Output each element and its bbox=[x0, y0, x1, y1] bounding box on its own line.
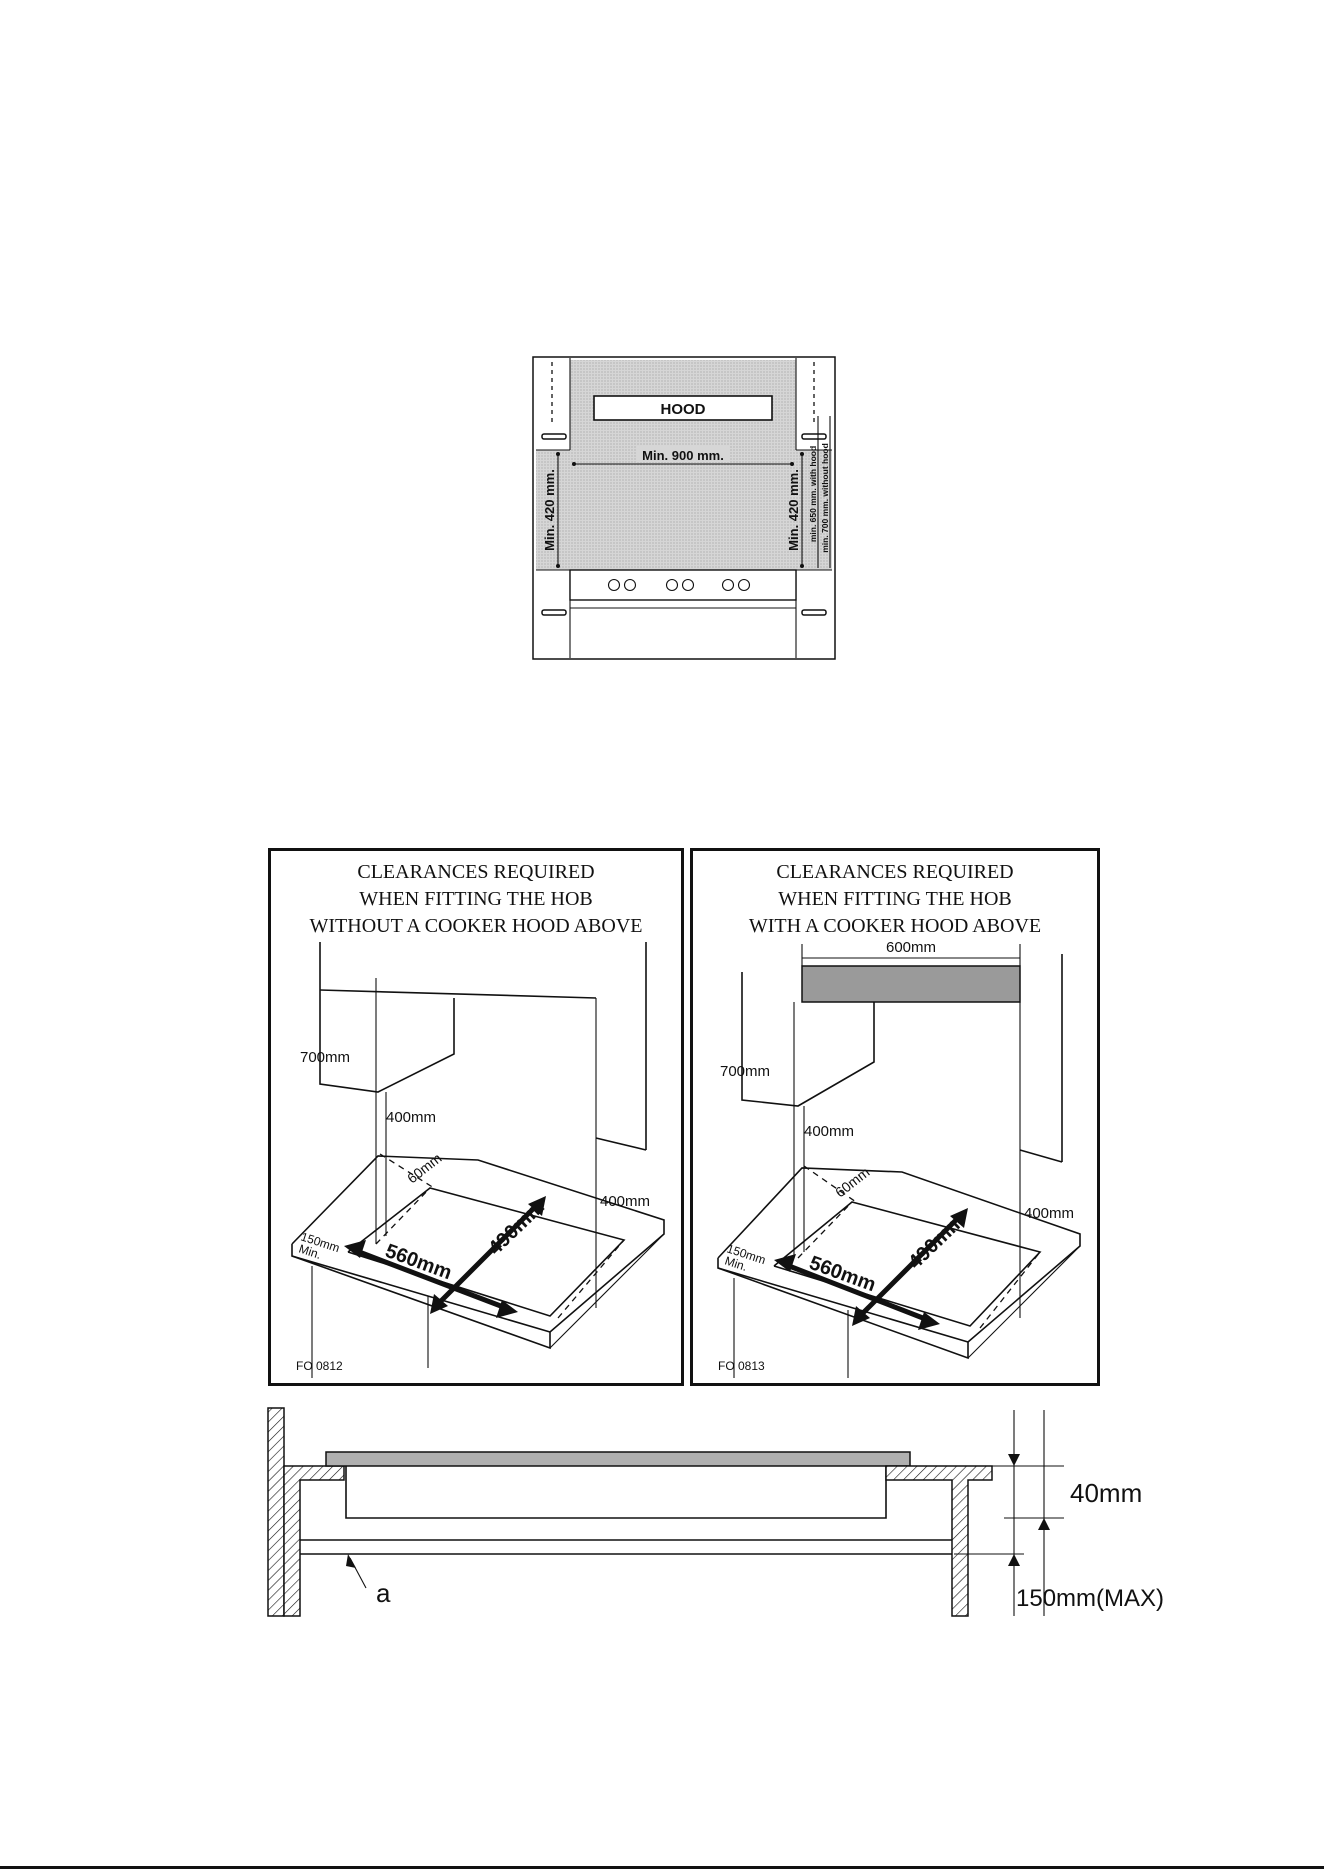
title-line-3: WITHOUT A COOKER HOOD ABOVE bbox=[310, 915, 643, 937]
dim-600: 600mm bbox=[886, 939, 936, 956]
hood-box bbox=[593, 395, 773, 421]
hob-section-diagram: a 40mm 150mm(MAX) bbox=[267, 1407, 1164, 1617]
hob-glass bbox=[325, 1451, 911, 1467]
figure-code: FO 0813 bbox=[718, 1359, 765, 1373]
label-a: a bbox=[376, 1578, 391, 1608]
min-width-label: Min. 900 mm. bbox=[642, 448, 724, 463]
dim-700: 700mm bbox=[300, 1049, 350, 1066]
title-line-2: WHEN FITTING THE HOB bbox=[778, 888, 1012, 910]
cooker-hood bbox=[801, 965, 1021, 1003]
title-line-1: CLEARANCES REQUIRED bbox=[357, 861, 594, 883]
note-without-hood: min. 700 mm. without hood bbox=[820, 443, 830, 553]
panel-without-hood: CLEARANCES REQUIRED WHEN FITTING THE HOB… bbox=[268, 848, 684, 1386]
note-with-hood: min. 650 mm. with hood bbox=[808, 446, 818, 542]
dim-400-right: 400mm bbox=[1024, 1205, 1074, 1222]
left-height-label: Min. 420 mm. bbox=[542, 469, 557, 551]
clearance-front-diagram: HOOD Min. 900 mm. Min. 420 mm. Min. 420 … bbox=[532, 356, 836, 660]
right-height-label: Min. 420 mm. bbox=[786, 469, 801, 551]
title-line-1: CLEARANCES REQUIRED bbox=[776, 861, 1013, 883]
dim-400-left: 400mm bbox=[386, 1109, 436, 1126]
dim-400-left: 400mm bbox=[804, 1123, 854, 1140]
page-bottom-rule bbox=[0, 1866, 1324, 1869]
dim-400-right: 400mm bbox=[600, 1193, 650, 1210]
dim-700: 700mm bbox=[720, 1063, 770, 1080]
dim-min: Min. bbox=[297, 1242, 323, 1262]
hood-label: HOOD bbox=[661, 401, 706, 418]
title-line-3: WITH A COOKER HOOD ABOVE bbox=[749, 915, 1041, 937]
dim-150max: 150mm(MAX) bbox=[1016, 1585, 1164, 1612]
panel-with-hood: CLEARANCES REQUIRED WHEN FITTING THE HOB… bbox=[690, 848, 1100, 1386]
dim-40: 40mm bbox=[1070, 1478, 1142, 1508]
figure-code: FO 0812 bbox=[296, 1359, 343, 1373]
dim-min: Min. bbox=[723, 1254, 749, 1274]
title-line-2: WHEN FITTING THE HOB bbox=[359, 888, 593, 910]
